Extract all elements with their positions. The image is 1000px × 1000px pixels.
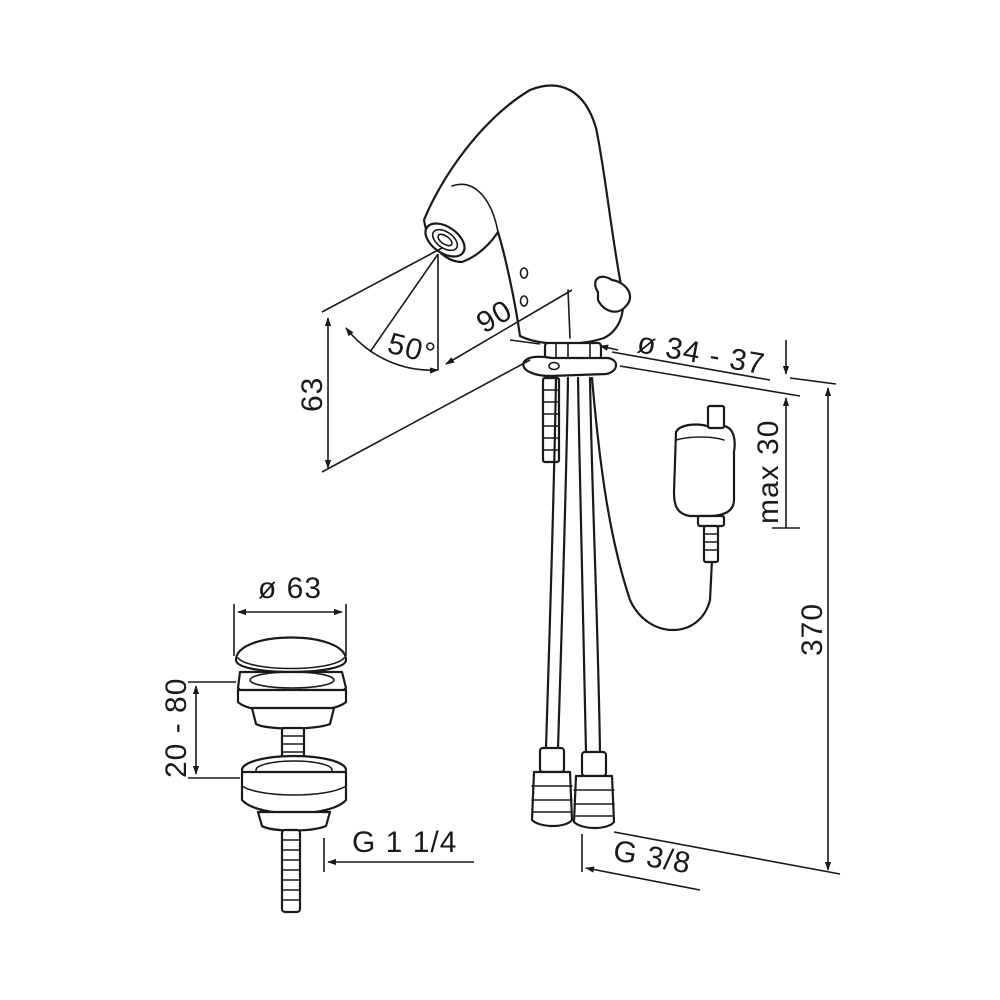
dimension-diameter-63: ø 63 <box>233 572 347 656</box>
dimension-angle-50: 50° <box>345 253 439 374</box>
dimension-g38: G 3/8 <box>581 834 701 891</box>
label-g38: G 3/8 <box>611 834 694 880</box>
label-diameter-34-37: ø 34 - 37 <box>635 326 768 381</box>
label-angle-90: 90 <box>471 294 518 340</box>
label-angle-50: 50° <box>384 327 439 371</box>
dimension-max-30: max 30 <box>619 340 801 529</box>
supply-hoses <box>530 376 616 830</box>
control-box <box>590 376 736 632</box>
drain-assembly <box>234 636 348 914</box>
dimension-370: 370 <box>613 377 841 875</box>
dimension-g114: G 1 1/4 <box>323 826 474 872</box>
label-range-20-80: 20 - 80 <box>160 678 193 778</box>
label-diameter-63: ø 63 <box>258 572 322 605</box>
label-370: 370 <box>796 603 829 656</box>
label-63: 63 <box>296 377 329 412</box>
label-max-30: max 30 <box>752 420 785 524</box>
dimension-63: 63 <box>296 247 531 473</box>
faucet-body <box>422 84 632 464</box>
label-g114: G 1 1/4 <box>352 826 457 859</box>
dimension-range-20-80: 20 - 80 <box>160 678 240 779</box>
